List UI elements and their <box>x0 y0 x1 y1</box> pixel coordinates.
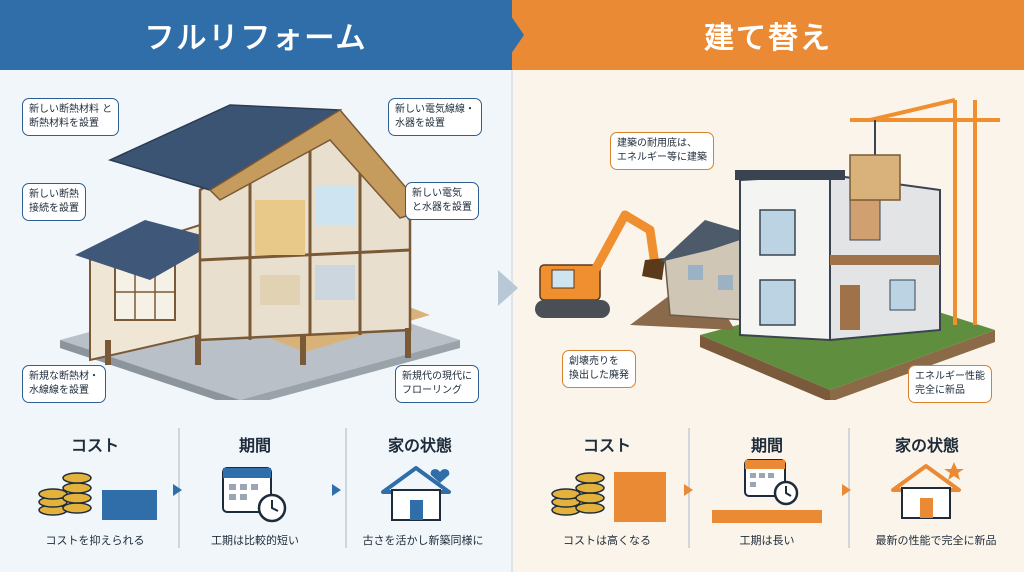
left-cost-title: コスト <box>70 436 119 455</box>
callout-right-3: エネルギー性能 完全に新品 <box>908 365 992 403</box>
callout-right-2: 創壊売りを 換出した廃発 <box>562 350 636 388</box>
callout-text: 換出した廃発 <box>569 370 629 381</box>
callout-text: 創壊売りを <box>569 356 619 367</box>
calendar-clock-icon <box>222 467 287 523</box>
callout-left-4: 新しい電気 と水器を設置 <box>405 182 479 220</box>
callout-text: 新しい断熱材料 と <box>29 104 113 115</box>
callout-text: 断熱材料を設置 <box>29 118 99 129</box>
callout-text: 完全に新品 <box>915 385 965 396</box>
callout-text: 水器を設置 <box>395 118 445 129</box>
chevron-right-icon <box>842 484 851 496</box>
callout-text: エネルギー性能 <box>915 371 985 382</box>
callout-left-1: 新しい断熱材料 と 断熱材料を設置 <box>22 98 120 136</box>
callout-text: 接続を設置 <box>29 203 79 214</box>
callout-left-6: 新規代の現代に フローリング <box>395 365 479 403</box>
separator <box>345 428 347 548</box>
coins-icon <box>38 472 92 516</box>
callout-text: 水線線を設置 <box>29 385 89 396</box>
callout-text: 新規な断熱材・ <box>29 371 99 382</box>
callout-right-1: 建築の耐用底は、 エネルギー等に建築 <box>610 132 714 170</box>
callout-left-3: 新しい断熱 接続を設置 <box>22 183 86 221</box>
left-period-title: 期間 <box>238 436 271 455</box>
coins-icon <box>551 472 605 516</box>
house-heart-icon <box>381 466 451 521</box>
callout-text: 建築の耐用底は、 <box>617 138 697 149</box>
left-title: フルリフォーム <box>0 0 512 70</box>
right-state-caption: 最新の性能で完全に新品 <box>875 534 997 547</box>
chevron-right-icon <box>332 484 341 496</box>
right-period-title: 期間 <box>750 436 783 455</box>
left-period-caption: 工期は比較的短い <box>211 534 299 547</box>
right-period-caption: 工期は長い <box>739 534 795 547</box>
rebuild-illustration <box>535 98 1000 400</box>
new-house <box>735 170 941 342</box>
header-arrow <box>500 0 524 70</box>
period-bar-long <box>712 510 822 523</box>
house-star-icon <box>891 462 964 519</box>
left-state-caption: 古さを活かし新築同様に <box>362 534 484 547</box>
callout-text: 新しい断熱 <box>29 189 79 200</box>
crane <box>850 98 1000 325</box>
cost-bar-tall <box>614 472 666 522</box>
center-divider <box>511 70 513 572</box>
left-cost-caption: コストを抑えられる <box>45 534 145 547</box>
right-title: 建て替え <box>512 0 1024 70</box>
calendar-clock-icon <box>744 459 799 506</box>
callout-text: と水器を設置 <box>412 202 472 213</box>
callout-text: 新しい電気 <box>412 188 462 199</box>
left-state-title: 家の状態 <box>387 436 452 455</box>
chevron-right-icon <box>173 484 182 496</box>
center-chevron-icon <box>498 270 518 306</box>
callout-text: フローリング <box>402 385 462 396</box>
chevron-right-icon <box>684 484 693 496</box>
right-state-title: 家の状態 <box>894 436 959 455</box>
callout-left-2: 新しい電気線線・ 水器を設置 <box>388 98 482 136</box>
excavator <box>535 210 665 318</box>
callout-text: 新しい電気線線・ <box>395 104 475 115</box>
callout-text: 新規代の現代に <box>402 371 472 382</box>
right-cost-caption: コストは高くなる <box>563 534 651 547</box>
cost-bar-short <box>102 490 157 520</box>
callout-left-5: 新規な断熱材・ 水線線を設置 <box>22 365 106 403</box>
callout-text: エネルギー等に建築 <box>617 152 707 163</box>
right-cost-title: コスト <box>582 436 631 455</box>
renovation-house-illustration <box>60 104 460 400</box>
